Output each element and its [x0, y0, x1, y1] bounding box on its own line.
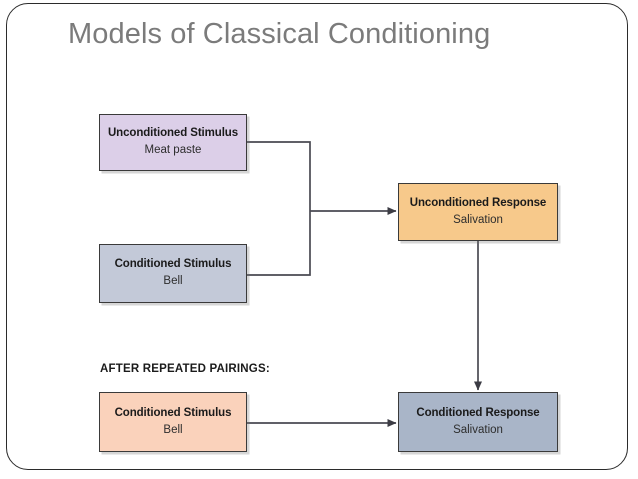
node-title: Conditioned Stimulus: [114, 406, 232, 419]
node-unconditioned-stimulus[interactable]: Unconditioned Stimulus Meat paste: [99, 114, 247, 171]
node-conditioned-response[interactable]: Conditioned Response Salivation: [398, 392, 558, 452]
node-title: Unconditioned Stimulus: [107, 127, 239, 140]
page-title: Models of Classical Conditioning: [68, 18, 491, 50]
edge-cs-to-merge: [247, 211, 311, 276]
node-subtitle: Meat paste: [144, 144, 202, 156]
after-repeated-pairings-label: AFTER REPEATED PAIRINGS:: [100, 363, 270, 375]
node-subtitle: Bell: [163, 423, 183, 436]
node-subtitle: Bell: [163, 275, 183, 287]
node-subtitle: Salivation: [453, 423, 503, 436]
node-title: Unconditioned Response: [409, 196, 547, 209]
edge-us-to-merge: [247, 141, 311, 211]
node-conditioned-stimulus[interactable]: Conditioned Stimulus Bell: [99, 244, 247, 303]
node-title: Conditioned Response: [416, 406, 540, 419]
node-title: Conditioned Stimulus: [114, 258, 232, 271]
node-subtitle: Salivation: [453, 213, 503, 226]
node-conditioned-stimulus-after[interactable]: Conditioned Stimulus Bell: [99, 392, 247, 452]
node-unconditioned-response[interactable]: Unconditioned Response Salivation: [398, 183, 558, 241]
